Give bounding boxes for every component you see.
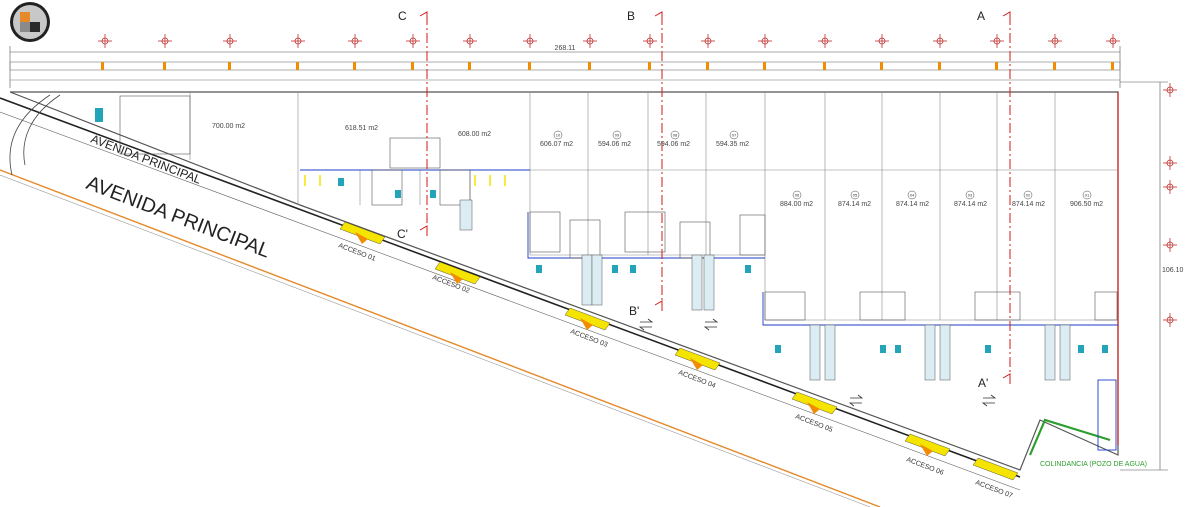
column-marks bbox=[101, 62, 1114, 70]
direction-arrows bbox=[638, 318, 997, 407]
lot-number: 07 bbox=[732, 133, 737, 138]
lot-area: 618.51 m2 bbox=[345, 125, 378, 132]
lot-area-label: 618.51 m2 bbox=[345, 125, 378, 132]
grid-markers-top bbox=[98, 34, 1120, 48]
lot-area: 594.35 m2 bbox=[716, 141, 749, 148]
lot-area-label: 08 594.06 m2 bbox=[657, 130, 690, 148]
building-blocks bbox=[119, 95, 1118, 321]
lot-area-label: 700.00 m2 bbox=[212, 123, 245, 130]
section-label-a-prime: A' bbox=[978, 376, 988, 390]
lot-number: 05 bbox=[853, 193, 858, 198]
lot-area-label: 04 874.14 m2 bbox=[896, 190, 929, 208]
access-ramp bbox=[564, 307, 611, 331]
access-ramp bbox=[434, 261, 481, 285]
loading-bays bbox=[459, 199, 1071, 381]
lot-number: 06 bbox=[795, 193, 800, 198]
equipment-marks bbox=[95, 108, 1108, 353]
lot-area-label: 608.00 m2 bbox=[458, 131, 491, 138]
section-label-a: A bbox=[977, 9, 985, 23]
lot-area-label: 03 874.14 m2 bbox=[954, 190, 987, 208]
lot-number: 09 bbox=[615, 133, 620, 138]
access-ramp bbox=[904, 433, 951, 457]
lot-area: 594.06 m2 bbox=[598, 141, 631, 148]
lot-area: 884.00 m2 bbox=[780, 201, 813, 208]
lot-area-label: 02 874.14 m2 bbox=[1012, 190, 1045, 208]
lot-number: 10 bbox=[556, 133, 561, 138]
access-ramps bbox=[339, 221, 1019, 481]
access-label: ACCESO 01 bbox=[337, 242, 376, 263]
lot-area: 874.14 m2 bbox=[896, 201, 929, 208]
boundary-note: COLINDANCIA (POZO DE AGUA) bbox=[1040, 461, 1147, 468]
lot-area: 594.06 m2 bbox=[657, 141, 690, 148]
access-label: ACCESO 06 bbox=[905, 456, 944, 477]
lot-area-label: 09 594.06 m2 bbox=[598, 130, 631, 148]
company-logo bbox=[10, 2, 50, 42]
lot-area: 606.07 m2 bbox=[540, 141, 573, 148]
section-lines bbox=[426, 15, 1011, 380]
lot-number: 02 bbox=[1026, 193, 1031, 198]
overall-dimension: 268.11 bbox=[9, 45, 1121, 88]
access-ramp bbox=[339, 221, 386, 245]
lot-area: 874.14 m2 bbox=[838, 201, 871, 208]
access-label: ACCESO 03 bbox=[569, 328, 608, 349]
lot-area-label: 06 884.00 m2 bbox=[780, 190, 813, 208]
depth-dimension: 106.10 bbox=[1120, 81, 1184, 471]
lot-number: 03 bbox=[968, 193, 973, 198]
lot-area: 700.00 m2 bbox=[212, 123, 245, 130]
access-ramp bbox=[791, 391, 838, 415]
parking-markings bbox=[304, 175, 506, 186]
section-markers bbox=[419, 11, 1011, 384]
lot-number: 08 bbox=[673, 133, 678, 138]
access-label: ACCESO 05 bbox=[794, 413, 833, 434]
lot-area-label: 01 906.50 m2 bbox=[1070, 190, 1103, 208]
lot-area-label: 07 594.35 m2 bbox=[716, 130, 749, 148]
access-label: ACCESO 04 bbox=[677, 369, 716, 390]
lot-area: 874.14 m2 bbox=[954, 201, 987, 208]
lot-area-label: 10 606.07 m2 bbox=[540, 130, 573, 148]
section-label-b-prime: B' bbox=[629, 304, 639, 318]
section-label-c-prime: C' bbox=[397, 227, 408, 241]
lot-area: 608.00 m2 bbox=[458, 131, 491, 138]
avenue-road bbox=[0, 94, 1021, 507]
overall-depth-label: 106.10 bbox=[1162, 267, 1184, 274]
section-label-b: B bbox=[627, 9, 635, 23]
access-ramp bbox=[674, 347, 721, 371]
access-ramp bbox=[972, 457, 1019, 481]
lot-area: 874.14 m2 bbox=[1012, 201, 1045, 208]
overall-width-label: 268.11 bbox=[555, 45, 576, 52]
access-label: ACCESO 07 bbox=[974, 479, 1013, 500]
lot-area: 906.50 m2 bbox=[1070, 201, 1103, 208]
site-boundary bbox=[9, 91, 1119, 471]
grid-markers-right bbox=[1163, 83, 1177, 327]
lot-number: 04 bbox=[910, 193, 915, 198]
lot-number: 01 bbox=[1085, 193, 1090, 198]
lot-labels: 700.00 m2 618.51 m2 608.00 m2 10 606.07 … bbox=[212, 123, 1103, 208]
lot-area-label: 05 874.14 m2 bbox=[838, 190, 871, 208]
section-label-c: C bbox=[398, 9, 407, 23]
